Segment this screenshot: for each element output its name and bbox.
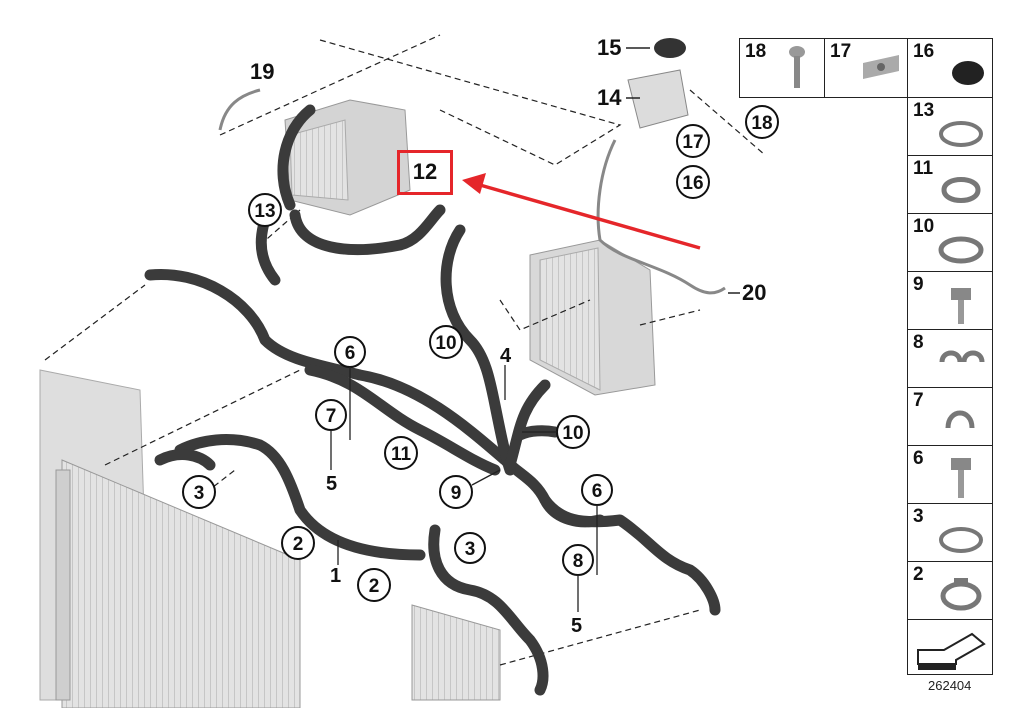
panel-cell-6: 6 [907, 445, 993, 504]
callout-16: 16 [682, 173, 703, 194]
callout-9: 9 [451, 483, 462, 504]
callout-5a: 5 [326, 473, 337, 495]
clamp-icon [939, 527, 983, 553]
callout-5b: 5 [571, 615, 582, 637]
callout-leaders [330, 365, 598, 612]
callout-18: 18 [751, 113, 772, 134]
expansion-tank [627, 38, 689, 129]
double-clip-icon [939, 350, 985, 363]
coolant-hoses [144, 104, 721, 696]
callout-17: 17 [682, 132, 703, 153]
panel-cell-18: 18 [739, 38, 825, 98]
spring-clamp-icon [940, 578, 982, 611]
circled-label-text: 13 18 17 16 10 6 7 11 10 9 3 6 2 3 8 2 [194, 113, 773, 597]
intercooler-housing [284, 99, 411, 216]
highlight-arrow [462, 173, 701, 250]
callout-8: 8 [573, 551, 584, 572]
panel-cell-2: 2 [907, 561, 993, 620]
clamp-icon [939, 121, 983, 147]
plain-labels: 19 15 14 20 4 1 5 5 [250, 35, 766, 637]
callout-19: 19 [250, 59, 274, 84]
callout-13: 13 [254, 201, 275, 222]
callout-3b: 3 [465, 539, 476, 560]
lower-auxiliary-radiator [411, 604, 501, 701]
panel-cell-17: 17 [824, 38, 908, 98]
callout-10b: 10 [562, 423, 583, 444]
reference-code: 262404 [928, 678, 972, 693]
panel-cell-9: 9 [907, 271, 993, 330]
callout-1: 1 [330, 565, 341, 587]
bolt-icon [951, 288, 971, 324]
main-radiator [39, 369, 301, 708]
panel-cell-8: 8 [907, 329, 993, 388]
holder-clip-icon [945, 410, 975, 429]
screw-icon [789, 46, 805, 88]
clip-nut-icon [863, 55, 899, 79]
bolt-icon [951, 458, 971, 498]
highlight-box: 12 [397, 150, 453, 195]
callout-2a: 2 [293, 534, 304, 555]
hose-clip-icon [941, 177, 981, 203]
callout-4: 4 [500, 345, 512, 367]
callout-15: 15 [597, 35, 621, 60]
direction-arrow-icon [917, 632, 986, 670]
panel-cell-11: 11 [907, 155, 993, 214]
highlight-label: 12 [412, 159, 438, 184]
callout-20: 20 [742, 280, 766, 305]
callout-6a: 6 [345, 343, 356, 364]
callout-6b: 6 [592, 481, 603, 502]
panel-cell-10: 10 [907, 213, 993, 272]
charge-air-cooler [529, 239, 656, 396]
panel-cell-13: 13 [907, 97, 993, 156]
callout-2b: 2 [369, 576, 380, 597]
grommet-icon [952, 61, 984, 85]
clamp-icon [938, 236, 984, 264]
panel-cell-7: 7 [907, 387, 993, 446]
panel-cell-16: 16 [907, 38, 993, 98]
callout-3a: 3 [194, 483, 205, 504]
callout-14: 14 [597, 85, 622, 110]
callout-11: 11 [391, 444, 412, 465]
circled-labels [182, 105, 779, 602]
panel-cell-arrow [907, 619, 993, 675]
thin-pipes [218, 88, 726, 295]
panel-cell-3: 3 [907, 503, 993, 562]
callout-10a: 10 [435, 333, 456, 354]
callout-7: 7 [326, 406, 337, 427]
